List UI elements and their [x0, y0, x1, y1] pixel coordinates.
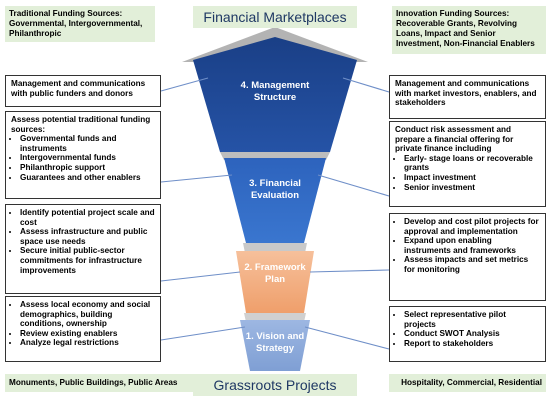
separator-2-1	[244, 313, 306, 322]
connector-right-3	[317, 174, 390, 197]
list-item: Report to stakeholders	[404, 339, 540, 349]
public-projects-text: Monuments, Public Buildings, Public Area…	[9, 378, 178, 387]
list-item: Identify potential project scale and cos…	[20, 208, 155, 227]
list-item: Analyze legal restrictions	[20, 338, 155, 348]
public-projects-footer: Monuments, Public Buildings, Public Area…	[5, 374, 195, 392]
list-item: Assess impacts and set metrics for monit…	[404, 255, 540, 274]
right-box-management-text: Management and communications with marke…	[395, 79, 537, 108]
left-box-framework-list: Identify potential project scale and cos…	[11, 208, 155, 275]
stage-3-shape	[224, 158, 326, 243]
list-item: Conduct SWOT Analysis	[404, 329, 540, 339]
stage-4-shape	[193, 37, 357, 152]
list-item: Secure initial public-sector commitments…	[20, 246, 155, 275]
right-box-vision: Select representative pilot projects Con…	[389, 306, 546, 362]
list-item: Develop and cost pilot projects for appr…	[404, 217, 540, 236]
list-item: Review existing enablers	[20, 329, 155, 339]
stage-4-label-text: 4. Management Structure	[240, 80, 310, 103]
connector-left-1	[160, 326, 246, 341]
list-item: Senior investment	[404, 183, 540, 193]
right-box-vision-list: Select representative pilot projects Con…	[395, 310, 540, 348]
stage-1-label-text: 1. Vision and Strategy	[245, 331, 305, 354]
stage-1-label: 1. Vision and Strategy	[240, 331, 310, 355]
connector-left-2	[160, 271, 241, 282]
right-box-management: Management and communications with marke…	[389, 75, 546, 119]
innovation-funding-text: Innovation Funding Sources: Recoverable …	[396, 9, 535, 48]
stage-2-label-text: 2. Framework Plan	[244, 262, 306, 285]
list-item: Guarantees and other enablers	[20, 173, 155, 183]
connector-left-4	[160, 77, 209, 92]
list-item: Philanthropic support	[20, 163, 155, 173]
list-item: Early- stage loans or recoverable grants	[404, 154, 540, 173]
connector-right-2	[309, 269, 390, 273]
left-box-financial-list: Governmental funds and instruments Inter…	[11, 134, 155, 182]
list-item: Impact investment	[404, 173, 540, 183]
grassroots-projects-title: Grassroots Projects	[193, 374, 357, 396]
grassroots-projects-text: Grassroots Projects	[213, 377, 337, 393]
left-box-framework: Identify potential project scale and cos…	[5, 204, 161, 294]
list-item: Select representative pilot projects	[404, 310, 540, 329]
left-box-vision-list: Assess local economy and social demograp…	[11, 300, 155, 348]
page-title-financial-marketplaces: Financial Marketplaces	[193, 6, 357, 28]
left-box-management-text: Management and communications with publi…	[11, 79, 146, 98]
left-box-financial-head: Assess potential traditional funding sou…	[11, 115, 151, 134]
stage-2-shape	[236, 251, 314, 313]
private-projects-text: Hospitality, Commercial, Residential	[401, 378, 542, 387]
connector-right-4	[342, 77, 390, 93]
stage-3-label: 3. Financial Evaluation	[240, 178, 310, 202]
right-box-financial-head: Conduct risk assessment and prepare a fi…	[395, 125, 514, 154]
right-box-financial: Conduct risk assessment and prepare a fi…	[389, 121, 546, 207]
separator-3-2	[243, 243, 307, 253]
right-box-framework-list: Develop and cost pilot projects for appr…	[395, 217, 540, 275]
list-item: Assess infrastructure and public space u…	[20, 227, 155, 246]
left-box-vision: Assess local economy and social demograp…	[5, 296, 161, 362]
stage-2-label: 2. Framework Plan	[236, 262, 314, 286]
page-title-text: Financial Marketplaces	[203, 9, 347, 25]
left-box-management: Management and communications with publi…	[5, 75, 161, 107]
list-item: Expand upon enabling instruments and fra…	[404, 236, 540, 255]
list-item: Governmental funds and instruments	[20, 134, 155, 153]
innovation-funding-header: Innovation Funding Sources: Recoverable …	[392, 6, 546, 54]
private-projects-footer: Hospitality, Commercial, Residential	[389, 374, 546, 392]
right-box-framework: Develop and cost pilot projects for appr…	[389, 213, 546, 301]
traditional-funding-text: Traditional Funding Sources: Governmenta…	[9, 9, 143, 38]
left-box-financial: Assess potential traditional funding sou…	[5, 111, 161, 199]
connector-left-3	[160, 174, 233, 183]
connector-right-1	[304, 326, 390, 350]
list-item: Assess local economy and social demograp…	[20, 300, 155, 329]
stage-1-shape	[240, 320, 310, 371]
stage-3-label-text: 3. Financial Evaluation	[249, 178, 301, 201]
right-box-financial-list: Early- stage loans or recoverable grants…	[395, 154, 540, 192]
stage-4-label: 4. Management Structure	[225, 80, 325, 104]
traditional-funding-header: Traditional Funding Sources: Governmenta…	[5, 6, 155, 42]
list-item: Intergovernmental funds	[20, 153, 155, 163]
